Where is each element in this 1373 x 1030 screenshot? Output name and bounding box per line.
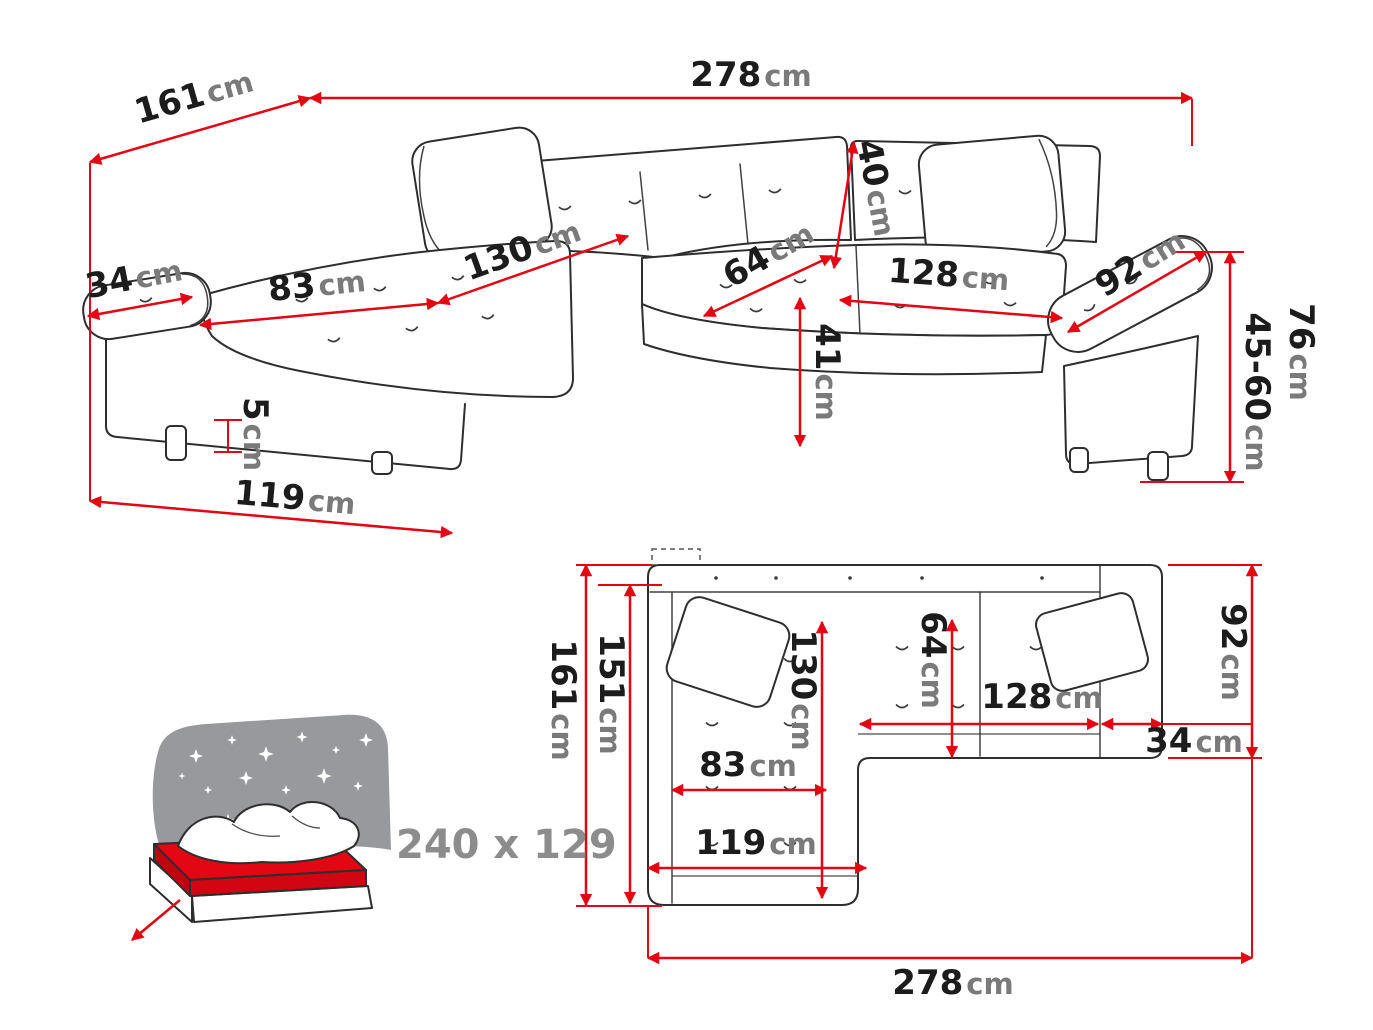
dim-line-chaise-width bbox=[88, 495, 454, 539]
tv-inner-depth-label: 151cm bbox=[591, 633, 631, 754]
sofa-bed-function-icon: 240 x 129 bbox=[131, 714, 617, 941]
base-left bbox=[105, 333, 466, 471]
dim-line-chaise-length bbox=[436, 233, 630, 306]
dim-line-right-armrest bbox=[1066, 250, 1208, 334]
sofa-legs bbox=[165, 425, 1169, 481]
main-seat-front-face bbox=[641, 303, 1047, 376]
dim-line-left-armrest bbox=[86, 292, 194, 321]
dim-line-seat-width bbox=[838, 294, 1064, 324]
tv-side-depth-label: 92cm bbox=[1213, 603, 1253, 701]
unfold-arrow-icon bbox=[131, 899, 181, 941]
persp-chaise-seat-width-label: 83cm bbox=[266, 260, 367, 310]
top-view-sofa-drawing bbox=[647, 548, 1163, 906]
persp-seat-width-label: 128cm bbox=[887, 251, 1011, 299]
persp-seat-height-label: 41cm bbox=[807, 323, 847, 421]
base-right bbox=[1063, 335, 1199, 465]
tv-seat-depth-label: 64cm bbox=[913, 611, 953, 709]
persp-chaise-width-label: 119cm bbox=[233, 473, 357, 523]
right-pillow bbox=[917, 134, 1067, 262]
perspective-dimension-lines bbox=[86, 91, 1244, 539]
top-view-right-pillow bbox=[1035, 592, 1149, 692]
persp-total-height-label: 76cm bbox=[1281, 303, 1321, 401]
dim-line-backrest-height bbox=[829, 140, 859, 270]
dim-line-chaise-seat-width bbox=[198, 297, 440, 331]
tv-total-depth-label: 161cm bbox=[543, 639, 583, 760]
persp-armrest-height-label: 45-60cm bbox=[1237, 312, 1277, 471]
bed-size-label: 240 x 129 bbox=[396, 822, 617, 868]
dim-line-seat-depth bbox=[702, 254, 834, 318]
top-view-left-pillow bbox=[665, 596, 791, 708]
blanket bbox=[177, 800, 360, 865]
persp-total-depth-label: 161cm bbox=[130, 60, 258, 132]
top-view-dimension-lines bbox=[576, 563, 1262, 965]
persp-left-armrest-label: 34cm bbox=[82, 249, 186, 307]
headrest-dashed-outline bbox=[651, 548, 701, 566]
dim-line-total-depth bbox=[88, 95, 312, 165]
persp-leg-height-label: 5cm bbox=[235, 397, 275, 471]
tv-chaise-length-label: 130cm bbox=[783, 629, 823, 750]
